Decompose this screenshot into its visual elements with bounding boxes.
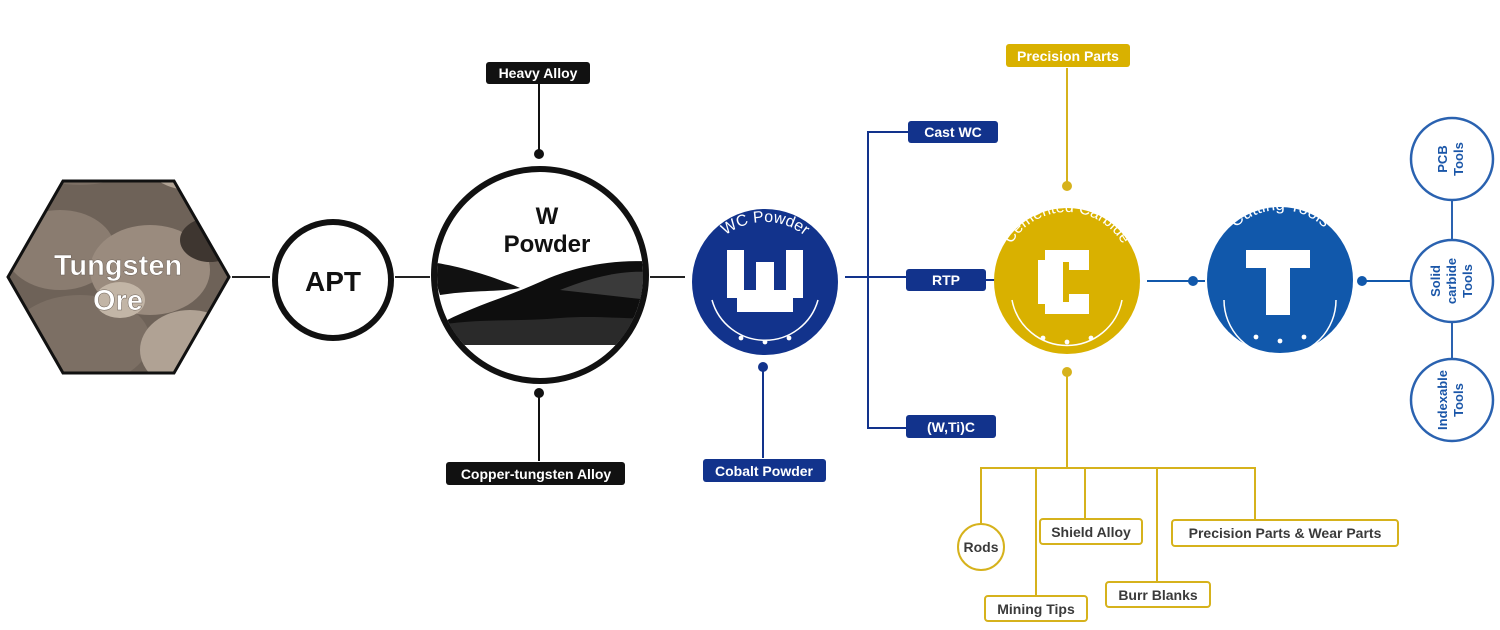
carbide-dot-1 bbox=[1040, 335, 1046, 341]
product-shield-alloy-box bbox=[1039, 518, 1143, 545]
tag-heavy-alloy: Heavy Alloy bbox=[486, 62, 590, 84]
tool-pcb-circle bbox=[1409, 116, 1495, 202]
tag-cobalt-powder-bg bbox=[703, 459, 826, 482]
tag-rtp-bg bbox=[906, 269, 986, 291]
node-wc-powder: WC Powder bbox=[692, 209, 838, 355]
product-rods-circle bbox=[957, 523, 1005, 571]
tool-solid-line3: Tools bbox=[1460, 264, 1475, 298]
node-cemented-carbide: Cemented Carbide bbox=[994, 199, 1140, 354]
connector-carbide-branch bbox=[980, 467, 1256, 535]
tag-copper-tungsten-bg bbox=[446, 462, 625, 485]
carbide-dot-3 bbox=[1088, 335, 1094, 341]
c-letter-icon bbox=[1038, 250, 1089, 314]
tag-rtp: RTP bbox=[906, 269, 986, 291]
tag-w-ti-c: (W,Ti)C bbox=[906, 415, 996, 438]
product-rods-label: Rods bbox=[964, 539, 999, 555]
product-mining-tips-box bbox=[984, 595, 1088, 622]
apt-label: APT bbox=[305, 266, 361, 297]
tool-indexable-line1: Indexable bbox=[1435, 370, 1450, 430]
product-mining-tips-label: Mining Tips bbox=[997, 601, 1075, 617]
tools-dot-2 bbox=[1277, 338, 1283, 344]
tool-indexable-line2: Tools bbox=[1451, 383, 1466, 417]
node-w-powder: W Powder bbox=[431, 166, 649, 384]
product-precision-wear-label: Precision Parts & Wear Parts bbox=[1189, 525, 1382, 541]
tool-types: PCB Tools Solid carbide Tools Indexable … bbox=[1409, 116, 1495, 443]
connector-dot-precision-parts bbox=[1062, 181, 1072, 191]
product-burr-blanks-label: Burr Blanks bbox=[1118, 587, 1198, 603]
apt-circle bbox=[272, 219, 394, 341]
tag-rtp-label: RTP bbox=[932, 272, 960, 288]
wc-dot-3 bbox=[786, 335, 792, 341]
connector-dot-heavy-alloy bbox=[534, 149, 544, 159]
tool-pcb-text: PCB Tools bbox=[1435, 142, 1466, 176]
wc-dot-1 bbox=[738, 335, 744, 341]
node-tungsten-ore: Tungsten Ore bbox=[6, 179, 231, 375]
ore-label-line1: Tungsten bbox=[54, 250, 182, 282]
tag-heavy-alloy-bg bbox=[486, 62, 590, 84]
tag-copper-tungsten-alloy: Copper-tungsten Alloy bbox=[446, 462, 625, 485]
tag-cobalt-powder: Cobalt Powder bbox=[703, 459, 826, 482]
connector-dot-copper-tungsten bbox=[534, 388, 544, 398]
tag-precision-parts-label: Precision Parts bbox=[1017, 48, 1119, 64]
connector-dot-carbide-bottom bbox=[1062, 367, 1072, 377]
tool-solid-line2: carbide bbox=[1444, 258, 1459, 304]
w-letter-icon bbox=[727, 250, 803, 312]
tag-cast-wc-bg bbox=[908, 121, 998, 143]
cutting-tools-arc bbox=[1223, 299, 1337, 357]
powder-pile-image bbox=[437, 261, 643, 345]
tool-indexable-text: Indexable Tools bbox=[1435, 370, 1466, 430]
tag-w-ti-c-bg bbox=[906, 415, 996, 438]
node-cutting-tools: Cutting Tools bbox=[1207, 195, 1353, 357]
wc-dot-2 bbox=[762, 339, 768, 345]
tool-indexable-circle bbox=[1409, 357, 1495, 443]
tool-pcb-line2: Tools bbox=[1451, 142, 1466, 176]
connector-bracket-wc bbox=[867, 131, 908, 429]
w-powder-label-line2: Powder bbox=[504, 231, 591, 258]
tag-precision-parts: Precision Parts bbox=[1006, 44, 1130, 67]
tag-w-ti-c-label: (W,Ti)C bbox=[927, 419, 975, 435]
connectors bbox=[232, 68, 1453, 596]
cemented-carbide-circle bbox=[994, 208, 1140, 354]
tag-heavy-alloy-label: Heavy Alloy bbox=[499, 65, 578, 81]
tag-precision-parts-bg bbox=[1006, 44, 1130, 67]
tag-cobalt-powder-label: Cobalt Powder bbox=[715, 463, 814, 479]
connector-dot-carbide-tools bbox=[1188, 276, 1198, 286]
product-shield-alloy-label: Shield Alloy bbox=[1051, 524, 1131, 540]
node-apt: APT bbox=[272, 219, 394, 341]
tool-pcb-line1: PCB bbox=[1435, 145, 1450, 172]
tool-solid-line1: Solid bbox=[1428, 265, 1443, 297]
tool-solid-carbide-text: Solid carbide Tools bbox=[1428, 258, 1475, 304]
carbide-arc bbox=[1011, 299, 1123, 347]
tools-dot-3 bbox=[1301, 334, 1307, 340]
ore-label-line2: Ore bbox=[93, 285, 143, 317]
carbide-dot-2 bbox=[1064, 339, 1070, 345]
tools-dot-1 bbox=[1253, 334, 1259, 340]
tag-cast-wc-label: Cast WC bbox=[924, 124, 982, 140]
w-powder-label-line1: W bbox=[536, 203, 559, 230]
connector-dot-tools-types bbox=[1357, 276, 1367, 286]
tool-solid-carbide-circle bbox=[1409, 238, 1495, 324]
ore-hexagon bbox=[6, 179, 231, 375]
carbide-products: Rods Mining Tips Shield Alloy Burr Blank… bbox=[957, 518, 1399, 622]
product-burr-blanks-box bbox=[1105, 581, 1211, 608]
tag-copper-tungsten-label: Copper-tungsten Alloy bbox=[461, 466, 612, 482]
t-letter-icon bbox=[1246, 250, 1310, 315]
connector-dot-cobalt bbox=[758, 362, 768, 372]
tag-cast-wc: Cast WC bbox=[908, 121, 998, 143]
product-precision-wear-box bbox=[1171, 519, 1399, 547]
